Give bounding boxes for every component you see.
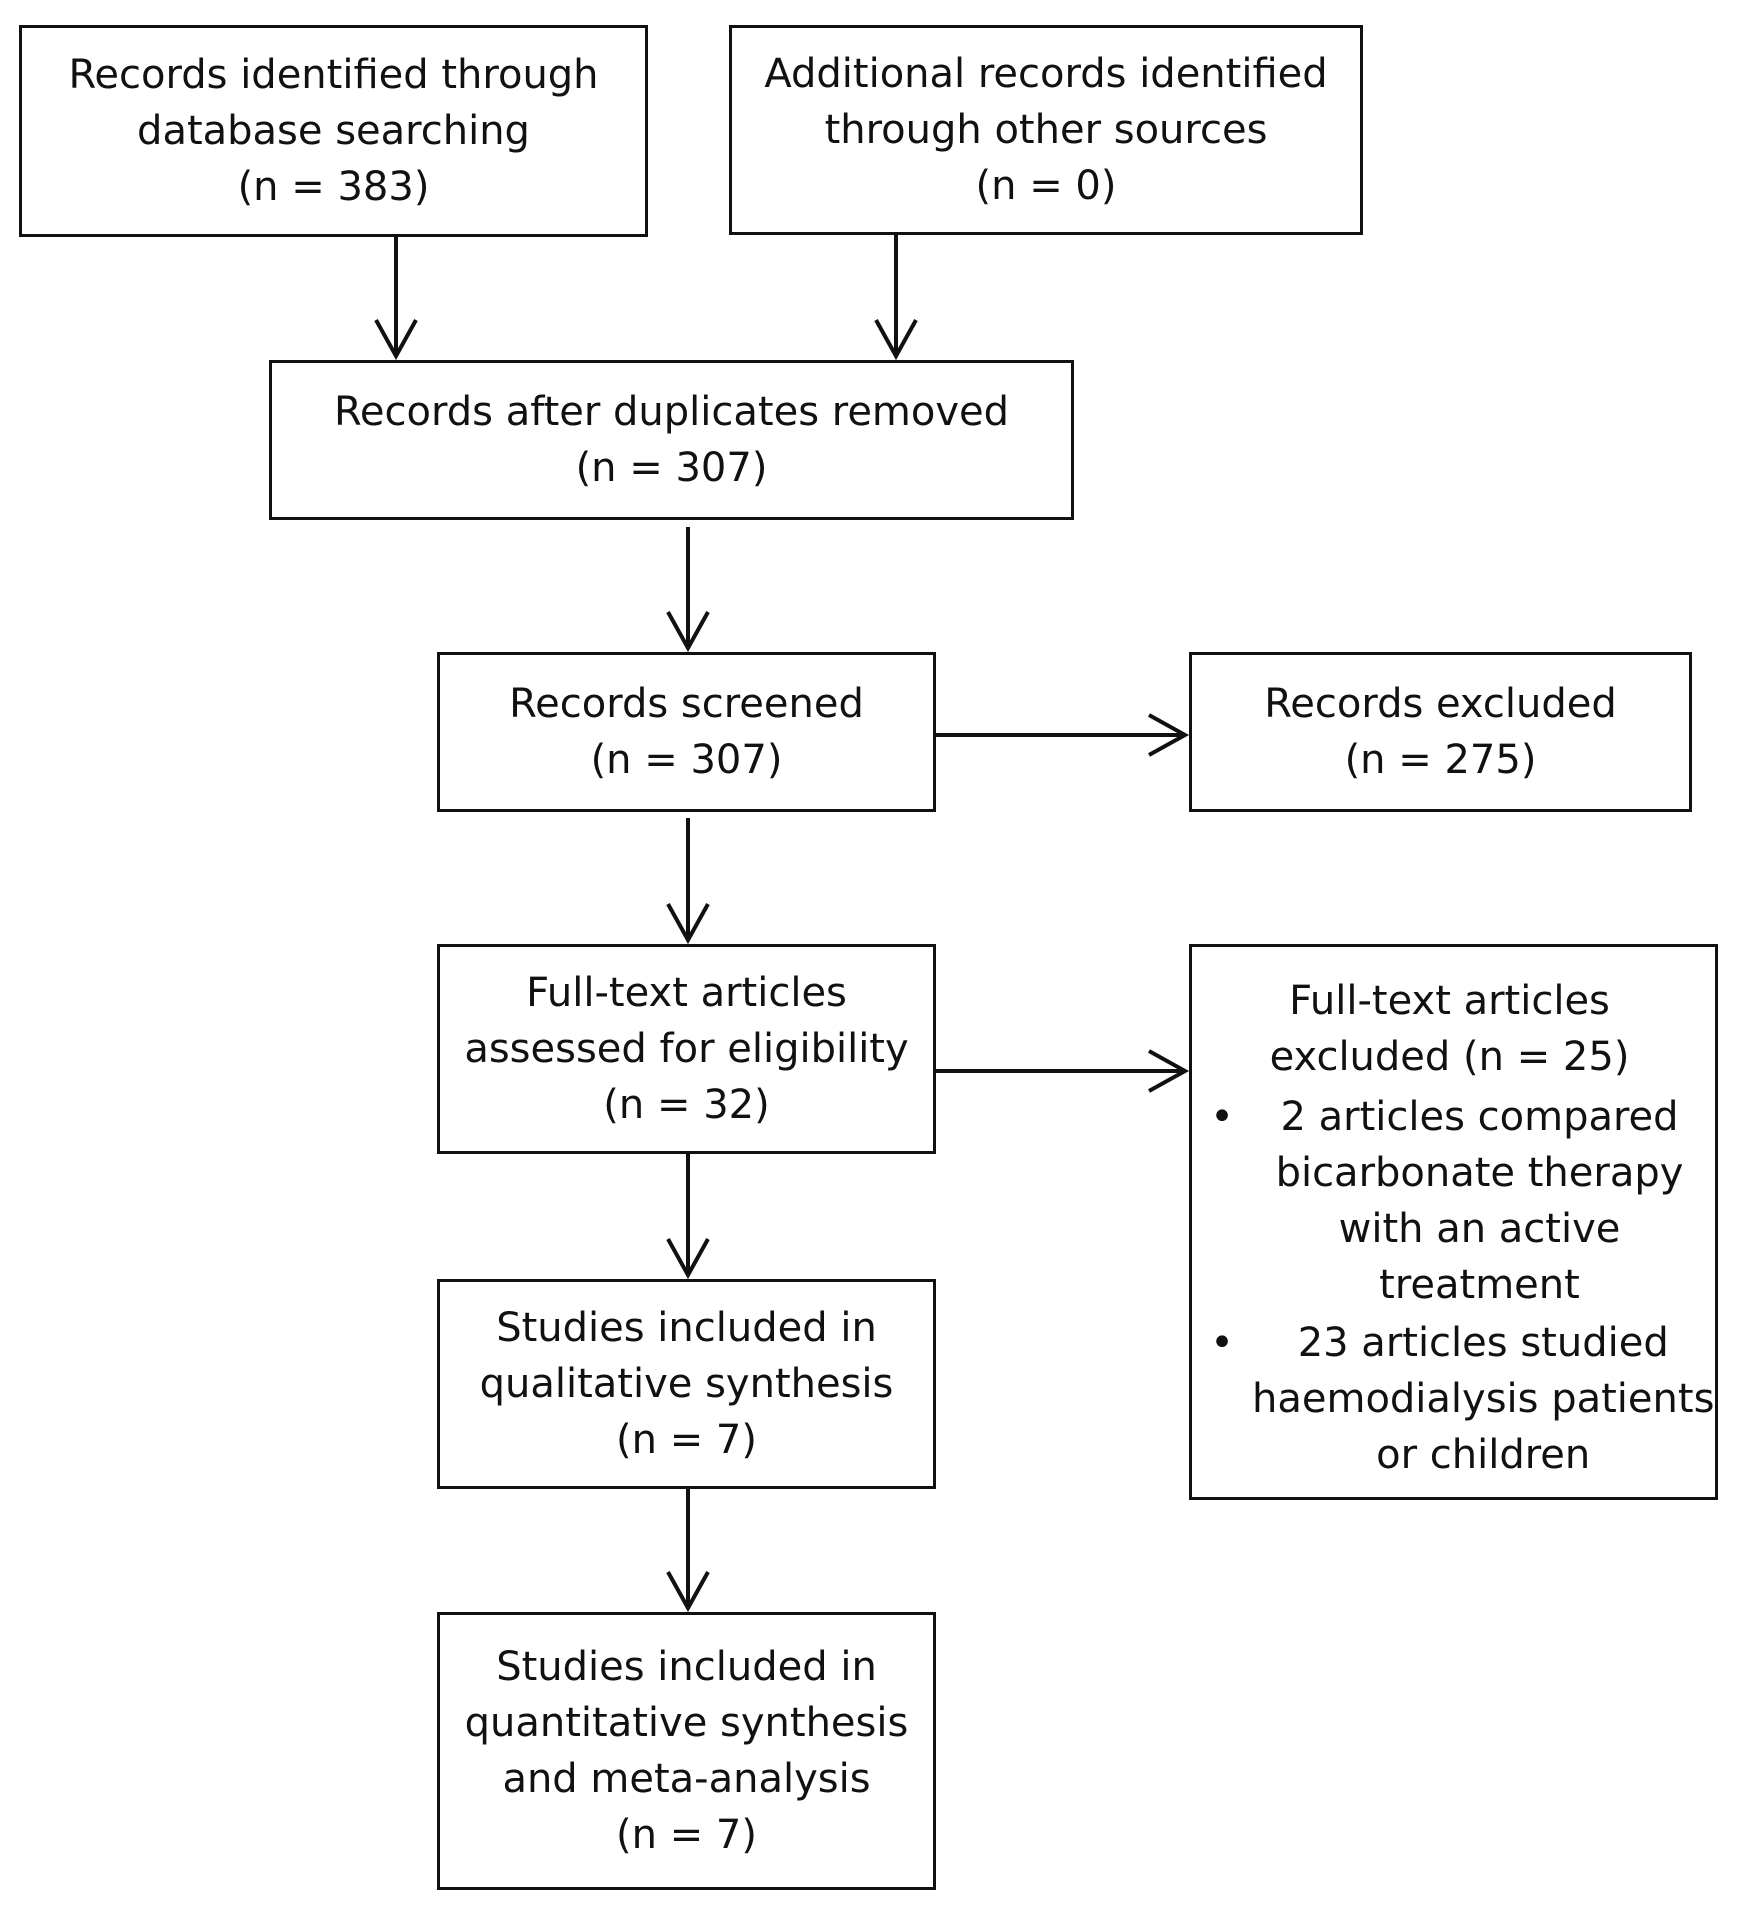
box-text-line: database searching <box>137 108 530 154</box>
arrowhead-db-to-dedup <box>374 319 418 361</box>
quantitative-synthesis-box: Studies included in quantitative synthes… <box>437 1612 936 1890</box>
qualitative-synthesis-box: Studies included in qualitative synthesi… <box>437 1279 936 1489</box>
records-after-duplicates-box: Records after duplicates removed (n = 30… <box>269 360 1074 520</box>
box-count: (n = 383) <box>237 164 430 210</box>
bullet-text-line: 2 articles compared <box>1280 1094 1679 1140</box>
arrowhead-dedup-to-screened <box>666 611 710 653</box>
bullet-text-line: treatment <box>1379 1262 1580 1308</box>
arrowhead-qualitative-to-quantitative <box>666 1571 710 1613</box>
box-count: (n = 7) <box>616 1812 757 1858</box>
arrowhead-fulltext-to-qualitative <box>666 1238 710 1280</box>
list-item: • 2 articles compared bicarbonate therap… <box>1192 1089 1707 1313</box>
box-count: (n = 7) <box>616 1417 757 1463</box>
box-text-line: Full-text articles <box>1289 978 1610 1024</box>
list-item: • 23 articles studied haemodialysis pati… <box>1192 1315 1714 1483</box>
bullet-text-line: 23 articles studied <box>1297 1320 1669 1366</box>
box-text-line: through other sources <box>824 107 1268 153</box>
bullet-marker: • <box>1210 1094 1234 1140</box>
box-text-line: qualitative synthesis <box>479 1361 894 1407</box>
box-text-line: quantitative synthesis <box>464 1700 909 1746</box>
records-excluded-box: Records excluded (n = 275) <box>1189 652 1692 812</box>
box-text-line: and meta-analysis <box>502 1756 871 1802</box>
box-text-line: Studies included in <box>496 1644 877 1690</box>
box-count: (n = 32) <box>603 1082 770 1128</box>
box-text-line: Records identified through <box>68 52 599 98</box>
box-text-line: Records after duplicates removed <box>333 389 1010 435</box>
box-count: (n = 307) <box>590 737 783 783</box>
fulltext-assessed-box: Full-text articles assessed for eligibil… <box>437 944 936 1154</box>
box-count: (n = 307) <box>575 445 768 491</box>
records-screened-box: Records screened (n = 307) <box>437 652 936 812</box>
box-count: (n = 275) <box>1344 737 1537 783</box>
box-text-line: Full-text articles <box>526 970 847 1016</box>
arrowhead-screened-to-excluded <box>1148 713 1190 757</box>
arrowhead-fulltext-to-fulltext-excluded <box>1148 1049 1190 1093</box>
exclusion-reasons-list: • 2 articles compared bicarbonate therap… <box>1192 1089 1714 1483</box>
arrowhead-screened-to-fulltext <box>666 903 710 945</box>
arrowhead-other-to-dedup <box>874 319 918 361</box>
box-text-line: Records excluded <box>1264 681 1617 727</box>
bullet-text-line: bicarbonate therapy <box>1275 1150 1684 1196</box>
box-text-line: excluded (n = 25) <box>1269 1034 1630 1080</box>
bullet-text-line: haemodialysis patients <box>1252 1376 1715 1422</box>
bullet-marker: • <box>1210 1320 1234 1366</box>
additional-records-box: Additional records identified through ot… <box>729 25 1363 235</box>
box-text-line: Additional records identified <box>764 51 1328 97</box>
records-identified-database-box: Records identified through database sear… <box>19 25 648 237</box>
box-text-line: assessed for eligibility <box>464 1026 909 1072</box>
box-text-line: Records screened <box>509 681 864 727</box>
bullet-text-line: with an active <box>1338 1206 1621 1252</box>
box-text-line: Studies included in <box>496 1305 877 1351</box>
bullet-text-line: or children <box>1376 1432 1591 1478</box>
box-count: (n = 0) <box>975 163 1117 209</box>
fulltext-excluded-box: Full-text articles excluded (n = 25) • 2… <box>1189 944 1718 1500</box>
